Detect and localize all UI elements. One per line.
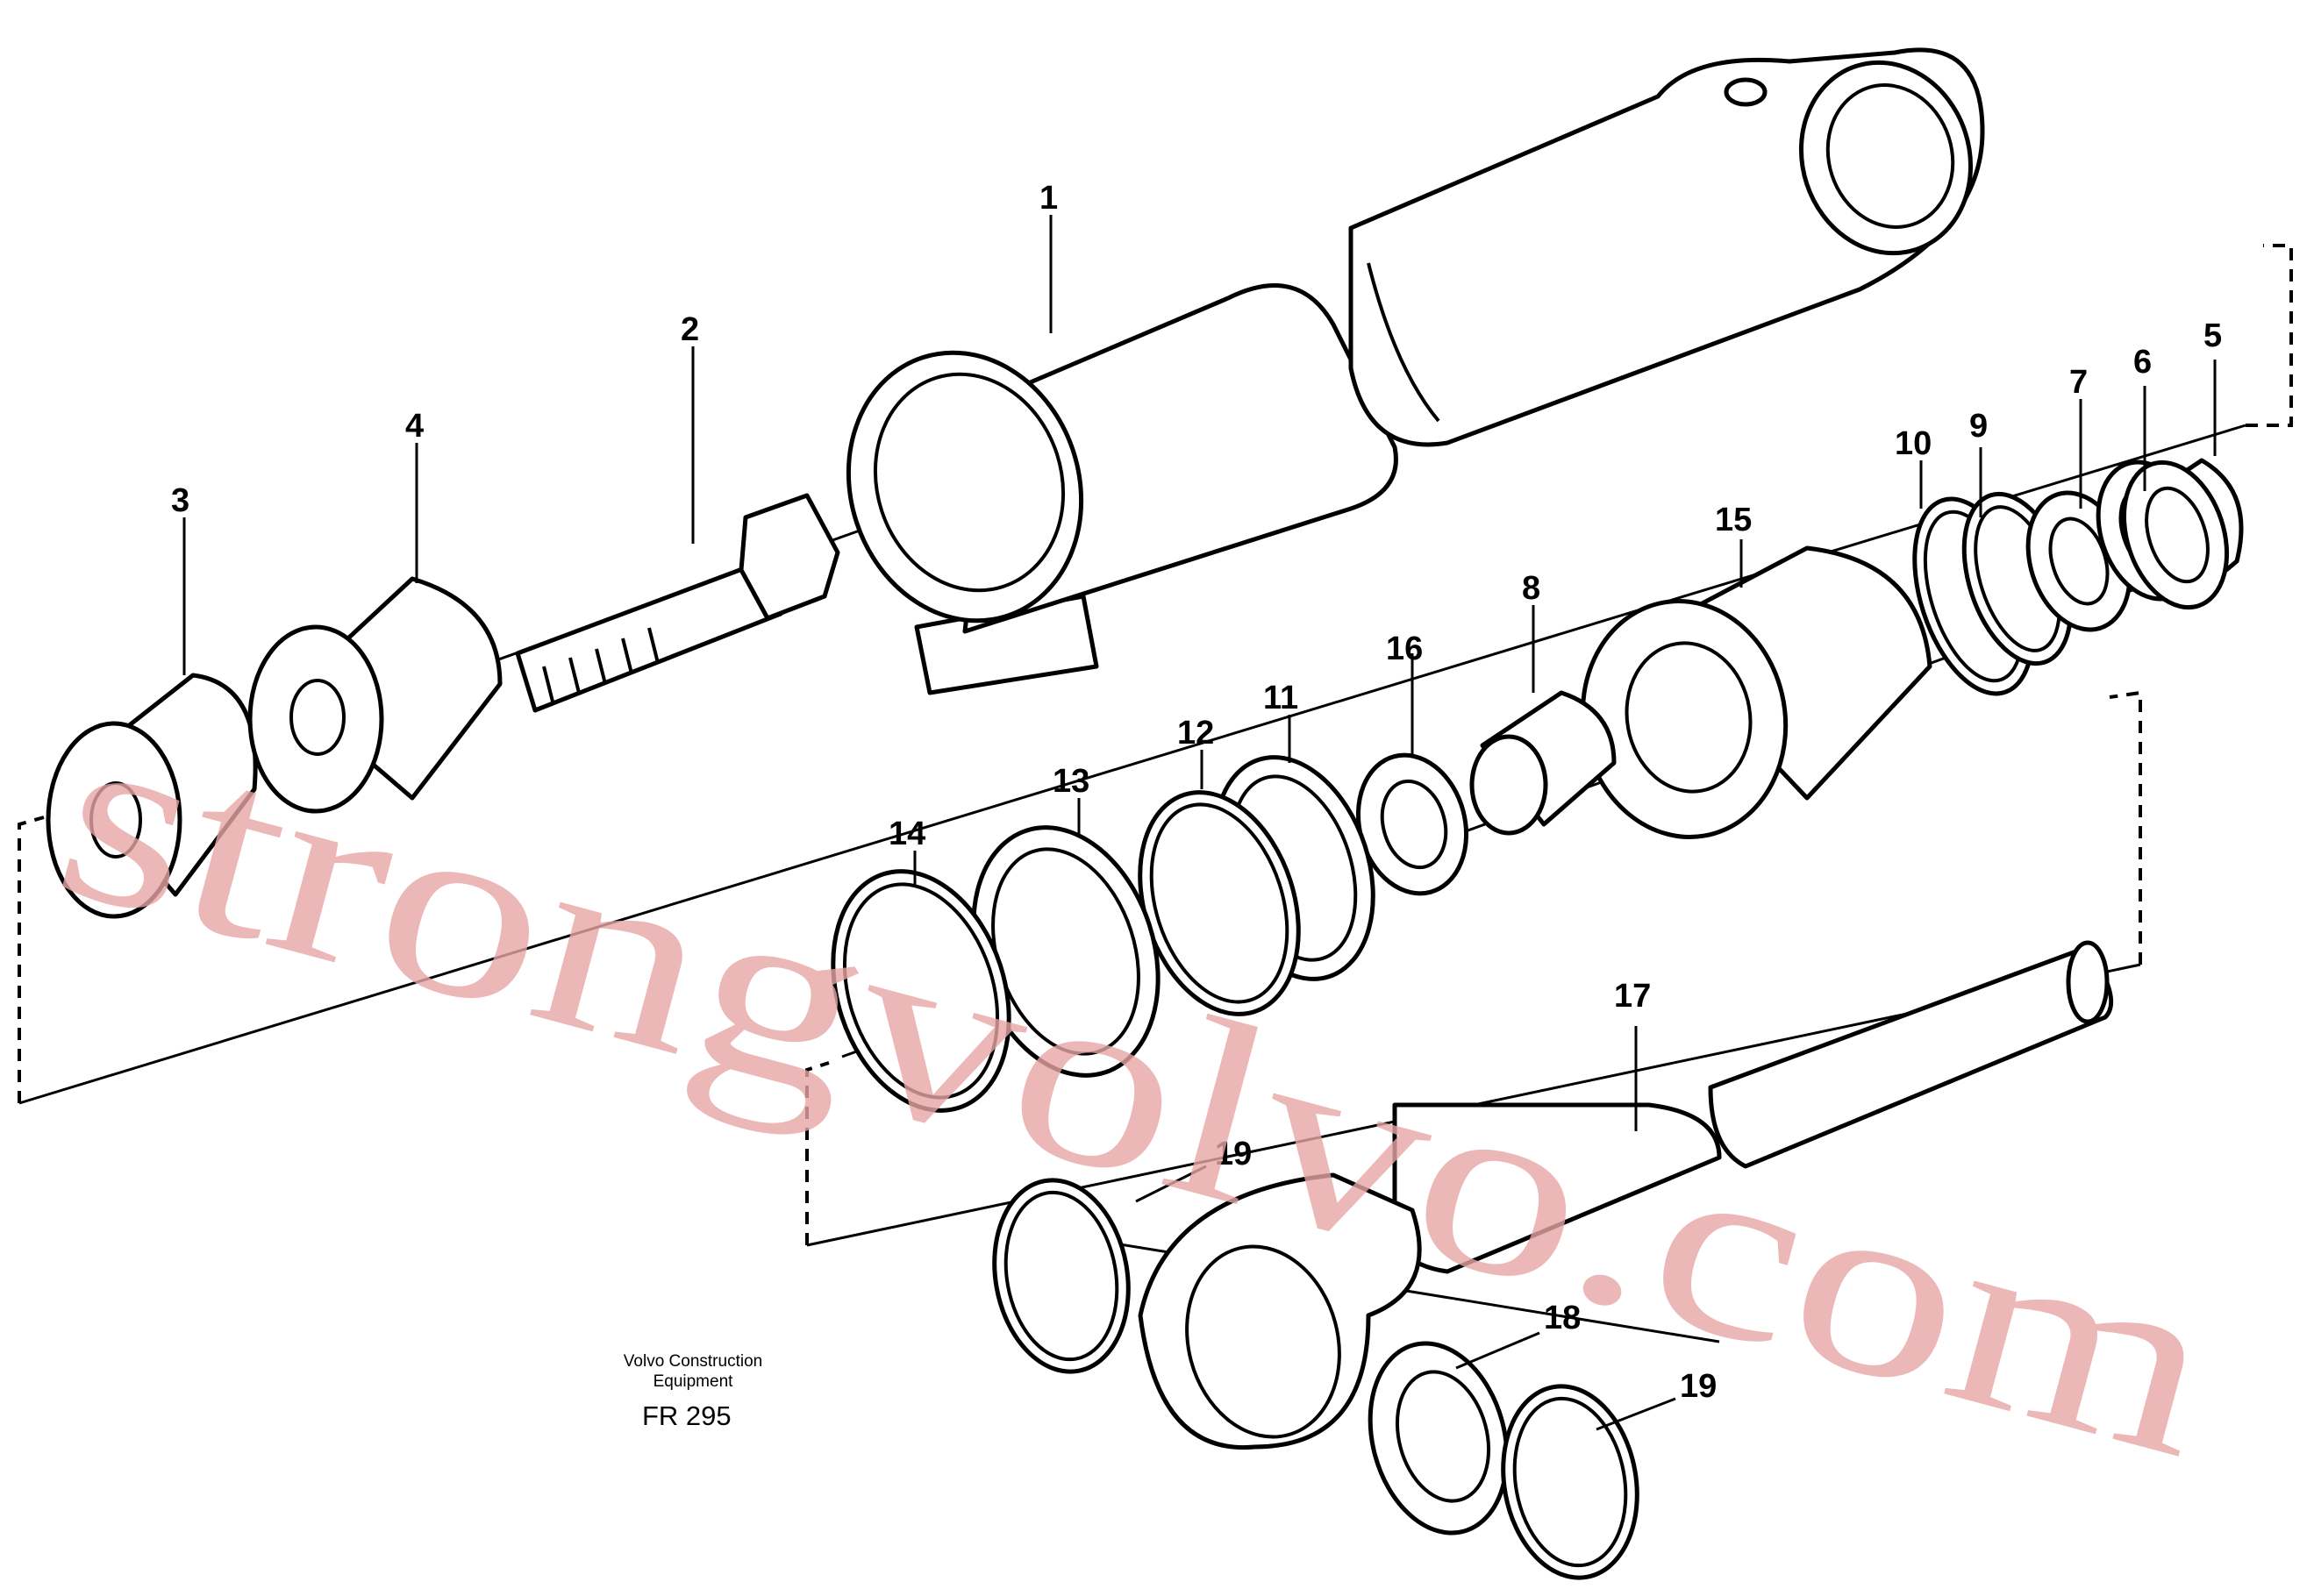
cylinder-head-15 (1580, 545, 1932, 839)
callout-12: 12 (1177, 715, 1214, 752)
callout-4: 4 (405, 408, 424, 445)
callout-16: 16 (1386, 631, 1423, 667)
callout-13: 13 (1053, 763, 1089, 800)
guide-ring-3 (46, 673, 258, 919)
seal-13 (971, 825, 1161, 1078)
bushing-8 (1469, 690, 1617, 836)
piston-bolt (515, 493, 840, 713)
callout-10: 10 (1895, 425, 1932, 462)
callout-15: 15 (1715, 502, 1752, 538)
callout-11: 11 (1263, 680, 1298, 716)
circlip-19-left (992, 1178, 1131, 1374)
callout-7: 7 (2069, 364, 2088, 401)
figure-caption: Volvo Construction Equipment FR 295 (624, 1352, 762, 1431)
callout-leaders (182, 215, 2217, 1431)
ring-5 (2121, 458, 2244, 610)
piston-4 (247, 576, 503, 814)
caption-line-1: Volvo Construction (624, 1352, 762, 1371)
callout-14: 14 (889, 816, 925, 852)
bearing-18 (1368, 1341, 1510, 1535)
callout-18: 18 (1544, 1300, 1581, 1336)
caption-line-2: Equipment (653, 1372, 734, 1391)
callout-2: 2 (681, 311, 699, 348)
callout-19-upper: 19 (1215, 1136, 1252, 1172)
cylinder-tube (846, 47, 1985, 695)
circlip-19-right (1501, 1384, 1639, 1580)
seal-14 (831, 869, 1011, 1113)
callout-numbers: 1 2 3 4 5 6 7 8 9 10 11 12 13 14 15 16 1… (171, 180, 2222, 1405)
piston-rod-17 (1391, 940, 2114, 1274)
seal-12 (1138, 790, 1301, 1016)
callout-8: 8 (1522, 570, 1540, 607)
callout-5: 5 (2203, 317, 2222, 354)
figure-code: FR 295 (642, 1400, 732, 1431)
callout-17: 17 (1614, 978, 1651, 1015)
callout-1: 1 (1039, 180, 1058, 217)
callout-3: 3 (171, 482, 189, 519)
callout-19-lower: 19 (1680, 1368, 1717, 1405)
callout-6: 6 (2133, 344, 2152, 381)
callout-9: 9 (1969, 408, 1988, 445)
upper-assembly-frame (18, 244, 2293, 1105)
rod-eye (1138, 1172, 1422, 1450)
